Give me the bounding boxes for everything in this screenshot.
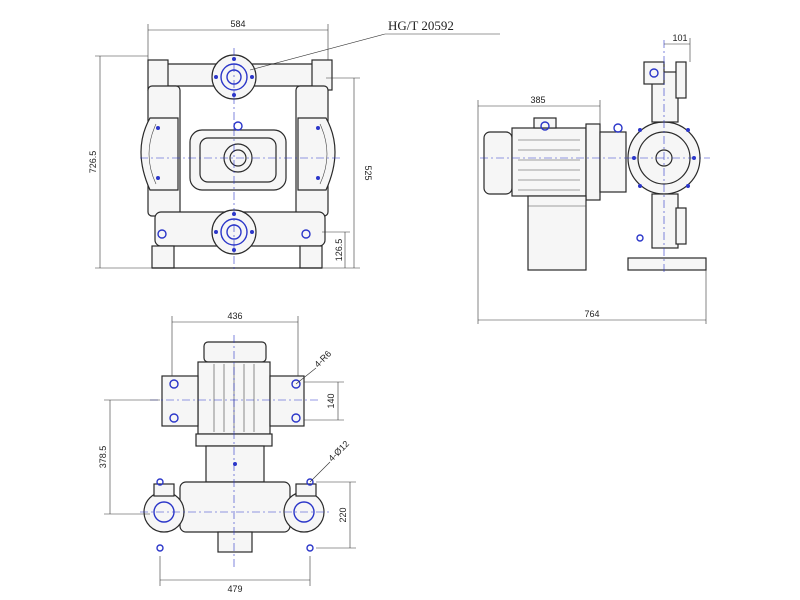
dim-total-length: 764 [584, 309, 599, 319]
top-view [104, 316, 356, 586]
dim-motor-base-width: 436 [227, 311, 242, 321]
dim-front-total-height: 726.5 [88, 151, 98, 174]
dim-base-depth: 378.5 [98, 446, 108, 469]
side-view [477, 38, 710, 324]
dim-foot-spacing: 220 [338, 507, 348, 522]
dim-front-inlet-height: 126.5 [334, 239, 344, 262]
dim-flange-offset: 101 [672, 33, 687, 43]
bolt-hole-note: 4-Ø12 [326, 439, 351, 464]
dim-bolt-spacing: 140 [326, 393, 336, 408]
dim-front-width: 584 [230, 19, 245, 29]
dim-front-mid-height: 525 [363, 165, 373, 180]
dim-motor-width: 385 [530, 95, 545, 105]
front-view [95, 24, 500, 272]
standard-label: HG/T 20592 [388, 18, 454, 33]
dim-foot-width: 479 [227, 584, 242, 594]
bolt-note: 4-R6 [312, 349, 333, 370]
